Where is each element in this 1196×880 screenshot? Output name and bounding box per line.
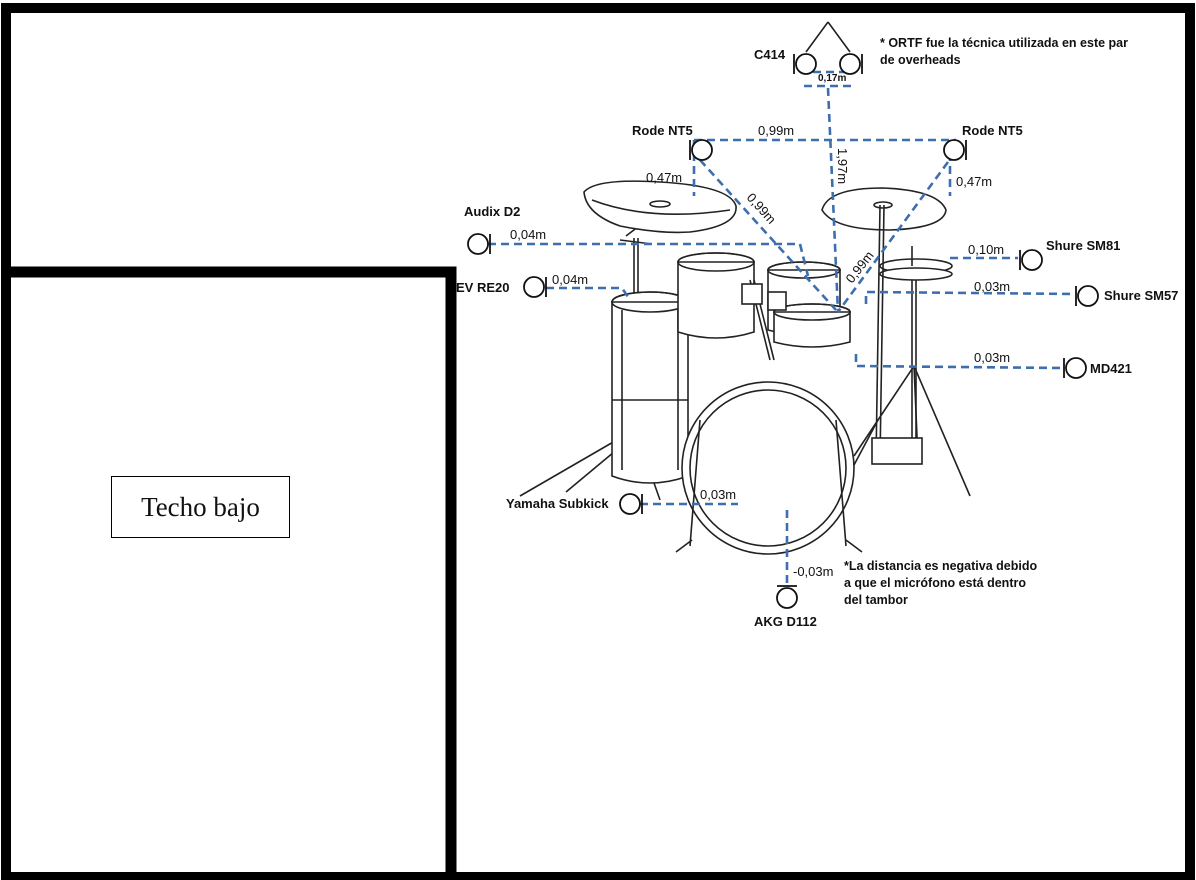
nt5-right-height-label: 0,47m — [956, 174, 992, 189]
shure-sm57-label: Shure SM57 — [1104, 288, 1178, 303]
audix-d2-line — [488, 244, 808, 276]
akg-d112-distance: -0,03m — [793, 564, 833, 579]
left-crash-cymbal — [584, 181, 736, 232]
nt5-right-diag-line — [838, 162, 948, 312]
ortf-note-line2: de overheads — [880, 53, 961, 67]
nt5-spacing-label: 0,99m — [758, 123, 794, 138]
akg-d112-icon — [777, 586, 797, 608]
negative-note-line3: del tambor — [844, 593, 908, 607]
shure-sm81-label: Shure SM81 — [1046, 238, 1120, 253]
md421-line — [856, 354, 1062, 368]
low-ceiling-wall — [8, 272, 451, 877]
shure-sm57-line — [866, 292, 1074, 304]
low-ceiling-label-box: Techo bajo — [111, 476, 290, 538]
md421-label: MD421 — [1090, 361, 1132, 376]
outer-wall — [6, 8, 1190, 877]
rode-nt5-right-label: Rode NT5 — [962, 123, 1023, 138]
c414-label: C414 — [754, 47, 786, 62]
md421-distance: 0,03m — [974, 350, 1010, 365]
yamaha-subkick-label: Yamaha Subkick — [506, 496, 609, 511]
nt5-left-diag-label: 0,99m — [744, 190, 779, 227]
annotations: * ORTF fue la técnica utilizada en este … — [844, 36, 1128, 607]
c414-spacing-label: 0,17m — [818, 73, 846, 84]
audix-d2-distance: 0,04m — [510, 227, 546, 242]
room-walls — [6, 8, 1190, 877]
ortf-note-line1: * ORTF fue la técnica utilizada en este … — [880, 36, 1128, 50]
negative-note-line1: *La distancia es negativa debido — [844, 559, 1037, 573]
ev-re20-distance: 0,04m — [552, 272, 588, 287]
floor-tom — [612, 292, 688, 483]
md421-icon — [1064, 358, 1086, 378]
nt5-right-diag-label: 0,99m — [843, 248, 877, 286]
shure-sm57-icon — [1076, 286, 1098, 306]
rode-nt5-left-label: Rode NT5 — [632, 123, 693, 138]
akg-d112-label: AKG D112 — [754, 614, 817, 629]
low-ceiling-label: Techo bajo — [141, 492, 260, 523]
c414-to-kit-label: 1,97m — [835, 148, 850, 184]
c414-pair-icon — [794, 22, 862, 74]
shure-sm57-distance: 0,03m — [974, 279, 1010, 294]
audix-d2-icon — [468, 234, 490, 254]
rode-nt5-right-icon — [944, 140, 966, 160]
yamaha-subkick-icon — [620, 494, 642, 514]
hi-hat-cymbals — [880, 246, 952, 280]
negative-note-line2: a que el micrófono está dentro — [844, 576, 1026, 590]
nt5-left-height-label: 0,47m — [646, 170, 682, 185]
bass-drum — [676, 382, 862, 554]
shure-sm81-icon — [1020, 250, 1042, 270]
ev-re20-icon — [524, 277, 546, 297]
ev-re20-label: EV RE20 — [456, 280, 509, 295]
yamaha-subkick-distance: 0,03m — [700, 487, 736, 502]
audix-d2-label: Audix D2 — [464, 204, 520, 219]
shure-sm81-distance: 0,10m — [968, 242, 1004, 257]
